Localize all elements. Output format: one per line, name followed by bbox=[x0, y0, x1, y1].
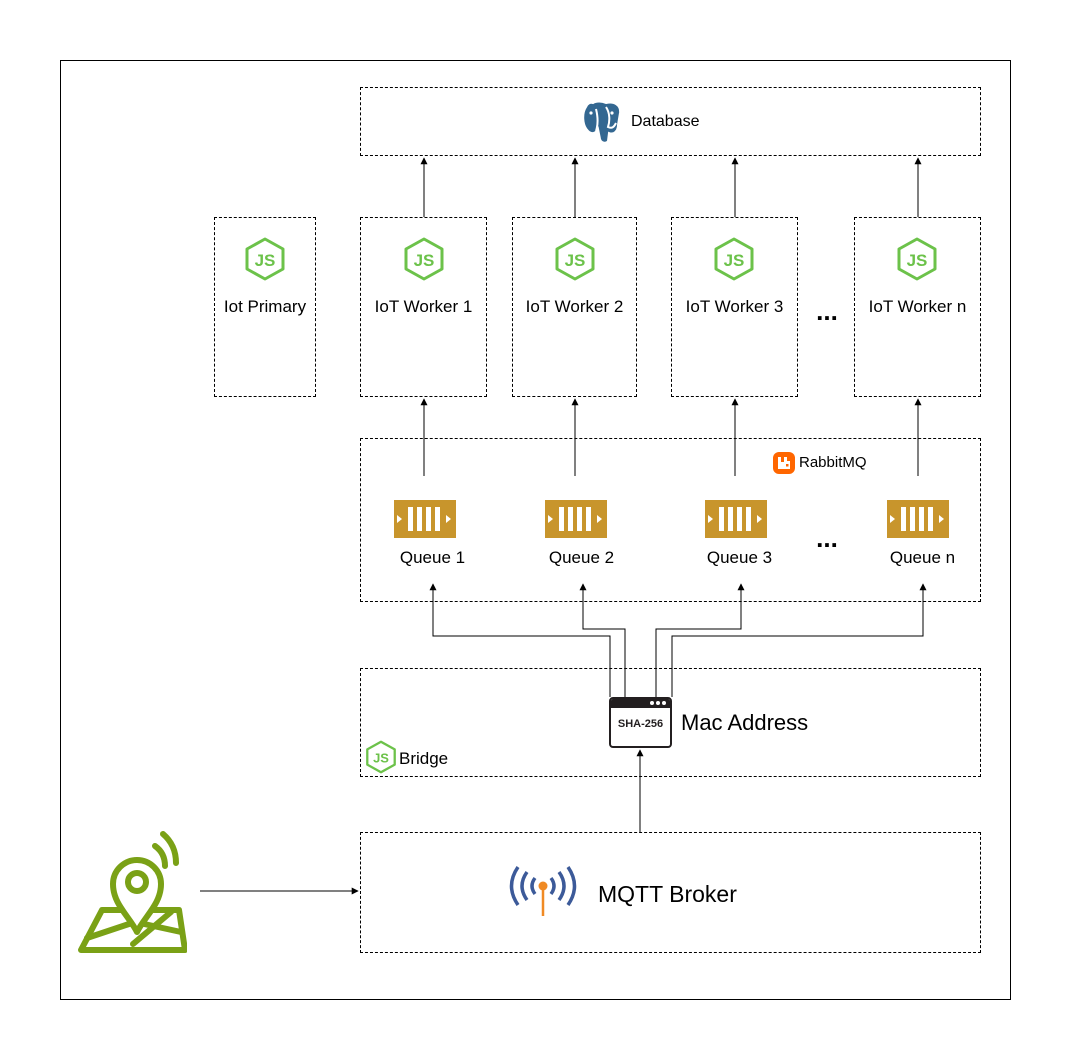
queue-icon bbox=[705, 500, 767, 543]
nodejs-icon: JS bbox=[896, 237, 938, 286]
nodejs-icon: JS bbox=[244, 237, 286, 286]
queue-3-label: Queue 3 bbox=[706, 548, 773, 567]
postgresql-icon bbox=[576, 99, 626, 150]
queue-icon bbox=[394, 500, 456, 543]
queue-icon bbox=[545, 500, 607, 543]
mqtt-broker-icon bbox=[505, 864, 581, 923]
mqtt-broker-label: MQTT Broker bbox=[598, 881, 737, 907]
iot-worker-2-label: IoT Worker 2 bbox=[525, 297, 624, 316]
window-titlebar bbox=[611, 699, 670, 708]
svg-text:JS: JS bbox=[907, 251, 928, 270]
rabbitmq-label: RabbitMQ bbox=[799, 454, 867, 471]
svg-text:JS: JS bbox=[414, 251, 435, 270]
location-map-icon bbox=[77, 826, 188, 959]
iot-worker-1-label: IoT Worker 1 bbox=[374, 297, 473, 316]
sha-256-badge-text: SHA-256 bbox=[617, 718, 664, 730]
iot-worker-1-box bbox=[360, 217, 487, 397]
rabbitmq-icon bbox=[773, 452, 795, 479]
svg-text:JS: JS bbox=[724, 251, 745, 270]
svg-text:JS: JS bbox=[565, 251, 586, 270]
rabbitmq-box bbox=[360, 438, 981, 602]
svg-text:JS: JS bbox=[373, 750, 389, 765]
queue-1-label: Queue 1 bbox=[399, 548, 466, 567]
mac-address-label: Mac Address bbox=[681, 710, 809, 735]
iot-worker-n-label: IoT Worker n bbox=[868, 297, 967, 316]
nodejs-icon: JS bbox=[403, 237, 445, 286]
iot-worker-2-box bbox=[512, 217, 637, 397]
mqtt-broker-box bbox=[360, 832, 981, 953]
bridge-box bbox=[360, 668, 981, 777]
queue-2-label: Queue 2 bbox=[548, 548, 615, 567]
workers-ellipsis: ... bbox=[816, 296, 838, 326]
iot-primary-box bbox=[214, 217, 316, 397]
queue-icon bbox=[887, 500, 949, 543]
nodejs-icon: JS bbox=[554, 237, 596, 286]
queue-n-label: Queue n bbox=[889, 548, 956, 567]
outer-frame bbox=[60, 60, 1011, 1000]
database-label: Database bbox=[631, 113, 700, 130]
iot-worker-n-box bbox=[854, 217, 981, 397]
nodejs-icon: JS bbox=[713, 237, 755, 286]
iot-primary-label: Iot Primary bbox=[223, 297, 307, 316]
nodejs-icon: JS bbox=[365, 740, 397, 779]
iot-worker-3-label: IoT Worker 3 bbox=[685, 297, 784, 316]
bridge-label: Bridge bbox=[399, 749, 449, 768]
svg-text:JS: JS bbox=[255, 251, 276, 270]
queues-ellipsis: ... bbox=[816, 523, 838, 553]
sha-256-hash-window-icon: SHA-256 bbox=[609, 697, 672, 748]
database-box bbox=[360, 87, 981, 156]
iot-worker-3-box bbox=[671, 217, 798, 397]
